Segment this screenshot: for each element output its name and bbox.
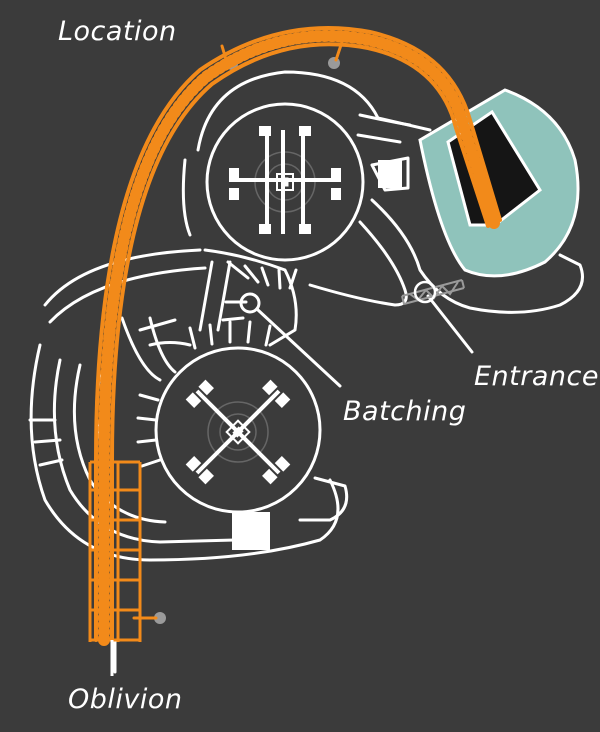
truss-bridge-icon xyxy=(401,279,465,305)
ride-hub-icon xyxy=(229,126,341,234)
coaster-track xyxy=(94,26,502,646)
lower-exit-path xyxy=(298,476,349,522)
oblivion-label: Oblivion xyxy=(68,684,183,715)
batching-marker xyxy=(239,292,261,314)
lift-ladder xyxy=(88,460,142,642)
left-queue-outer xyxy=(29,248,340,562)
lower-building-block xyxy=(232,512,270,550)
batching-label: Batching xyxy=(343,396,467,427)
lower-queue-spokes xyxy=(136,320,272,468)
left-queue-switchbacks xyxy=(28,318,192,467)
location-label: Location xyxy=(58,16,177,47)
top-building-block xyxy=(378,160,402,188)
upper-queue-outline xyxy=(181,70,432,237)
entrance-label: Entrance xyxy=(474,361,599,392)
batching-spokes xyxy=(221,260,298,322)
entrance-path-inner xyxy=(308,220,408,307)
upper-ride-circle xyxy=(205,102,365,262)
ride-hub-icon xyxy=(185,379,291,485)
batching-leader xyxy=(256,308,342,388)
entrance-leader xyxy=(426,294,474,354)
entrance-path xyxy=(370,198,584,314)
middle-queue xyxy=(198,248,298,347)
